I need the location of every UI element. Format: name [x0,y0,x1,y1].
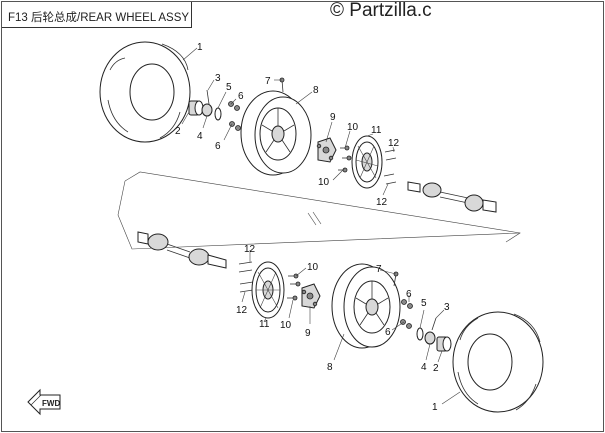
callout-lower-7: 7 [376,264,382,275]
title-box: F13 后轮总成/REAR WHEEL ASSY [1,1,192,28]
upper-tire [99,41,191,143]
callout-lower-12a: 12 [244,244,256,255]
lower-callouts: 1 2 3 4 5 6 6 7 8 9 10 10 11 12 12 [236,244,450,413]
callout-lower-6a: 6 [406,289,412,300]
callout-lower-5: 5 [421,298,427,309]
callout-upper-6a: 6 [238,91,244,102]
callout-upper-7: 7 [265,76,271,87]
fwd-label: FWD [42,399,60,408]
lower-lug-nuts [400,299,413,329]
callout-lower-10b: 10 [280,320,292,331]
lower-assembly: 1 2 3 4 5 6 6 7 8 9 10 10 11 12 12 [137,231,544,413]
upper-leader-lines [181,47,395,196]
callout-upper-12a: 12 [388,138,400,149]
callout-upper-11: 11 [371,125,382,136]
callout-upper-2: 2 [175,126,181,137]
upper-assembly: 1 2 3 4 5 6 6 7 8 9 10 10 11 12 12 [99,41,497,213]
lower-rim [331,263,401,349]
upper-lug-nuts [228,101,241,131]
callout-upper-12b: 12 [376,197,388,208]
lower-drive-shaft [137,231,227,269]
upper-hub-cap [188,100,204,116]
upper-callouts: 1 2 3 4 5 6 6 7 8 9 10 10 11 12 12 [175,42,400,208]
callout-upper-4: 4 [197,131,203,142]
callout-lower-3: 3 [444,302,450,313]
upper-wheel-hub [316,137,337,163]
callout-upper-3: 3 [215,73,221,84]
callout-lower-11: 11 [259,319,270,330]
callout-upper-6b: 6 [215,141,221,152]
lower-tire [452,311,544,413]
lower-axle-nut [416,317,437,345]
lower-hub-cap [436,336,452,352]
upper-drive-shaft [407,181,497,213]
callout-upper-8: 8 [313,85,319,96]
callout-upper-10a: 10 [347,122,359,133]
callout-lower-10a: 10 [307,262,319,273]
callout-upper-9: 9 [330,112,336,123]
fwd-arrow-icon: FWD [27,388,61,416]
callout-lower-9: 9 [305,328,311,339]
upper-axle-nut [201,89,222,121]
upper-rim [240,90,312,176]
lower-wheel-hub [301,283,321,309]
callout-upper-1: 1 [197,42,203,53]
callout-lower-4: 4 [421,362,427,373]
axle-guide-lines [117,171,521,250]
lower-leader-lines [241,250,461,405]
callout-upper-10b: 10 [318,177,330,188]
callout-lower-2: 2 [433,363,439,374]
diagram-title: F13 后轮总成/REAR WHEEL ASSY [8,12,190,24]
lower-hub-bolts [287,273,301,301]
callout-upper-5: 5 [226,82,232,93]
lower-disc-screws [238,261,254,293]
callout-lower-8: 8 [327,362,333,373]
callout-lower-12b: 12 [236,305,248,316]
upper-disc-screws [383,149,397,185]
callout-lower-1: 1 [432,402,438,413]
lower-valve-stem [393,271,399,287]
watermark: © Partzilla.c [330,0,432,21]
upper-brake-disc [351,135,383,189]
lower-brake-disc [251,261,285,319]
callout-lower-6b: 6 [385,327,391,338]
